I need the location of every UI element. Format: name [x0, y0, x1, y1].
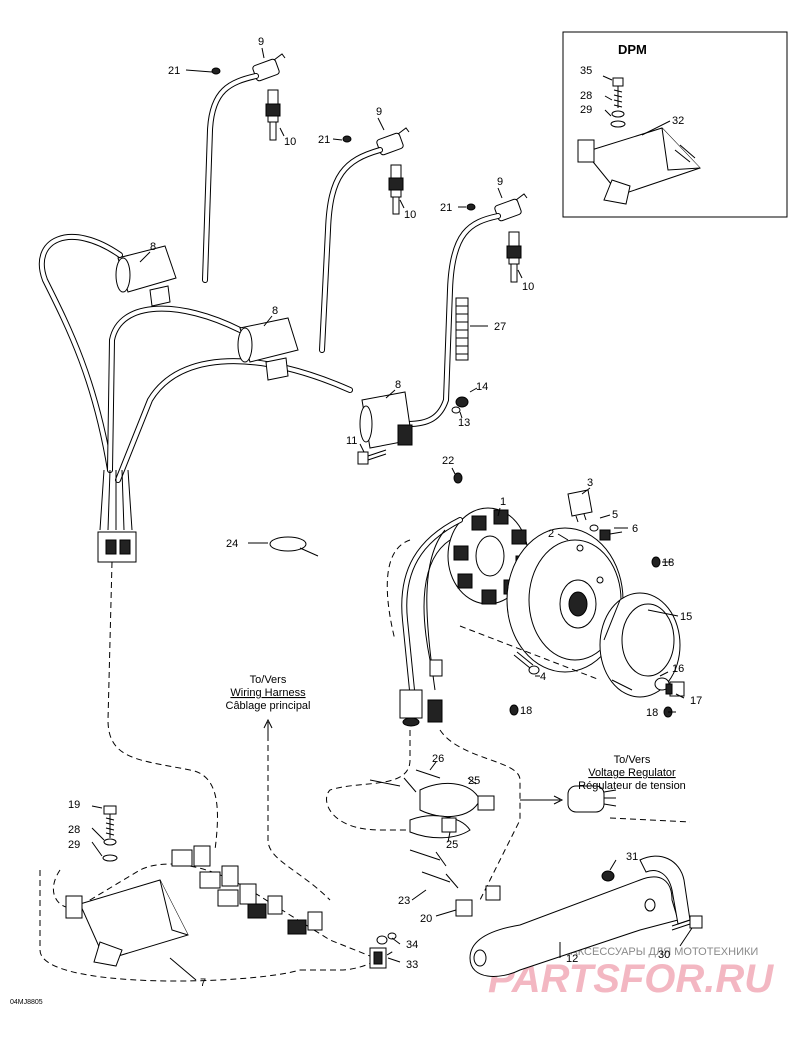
ignition-leads [38, 73, 501, 531]
spark-plug-assembly-1 [211, 53, 286, 141]
callout-label: 25 [446, 839, 458, 851]
voltage-regulator-caption: To/Vers Voltage Regulator Régulateur de … [578, 754, 686, 792]
callout-label: 21 [440, 202, 452, 214]
callout-label: 8 [395, 379, 401, 391]
ground-terminals [369, 769, 501, 917]
callout-label: 8 [150, 241, 156, 253]
spark-plug-assembly-2 [342, 127, 410, 215]
spark-plug-assembly-3 [466, 193, 528, 283]
callout-labels: 9 21 10 9 21 10 9 21 10 8 8 8 27 14 13 1… [68, 36, 702, 989]
callout-label: 9 [497, 176, 503, 188]
callout-label: 29 [68, 839, 80, 851]
callout-label: 25 [468, 775, 480, 787]
harness-connectors [171, 845, 323, 935]
ignition-coil-2 [237, 317, 299, 381]
callout-label: 28 [68, 824, 80, 836]
callout-label: 10 [284, 136, 296, 148]
bracket-nut [601, 870, 615, 882]
magneto-stud [513, 651, 540, 675]
wiring-harness-en: Wiring Harness [230, 687, 306, 699]
wiring-harness-caption: To/Vers Wiring Harness Câblage principal [226, 674, 311, 712]
callout-label: 26 [432, 753, 444, 765]
voltage-regulator-en: Voltage Regulator [588, 767, 676, 779]
stator-wiring [399, 517, 463, 727]
callout-label: 21 [318, 134, 330, 146]
callout-label: 28 [580, 90, 592, 102]
mounting-bracket [469, 855, 691, 977]
callout-label: 2 [548, 528, 554, 540]
coil-nut-washer [451, 396, 469, 414]
callout-label: 7 [200, 977, 206, 989]
leader-lines [91, 47, 693, 981]
callout-label: 13 [458, 417, 470, 429]
callout-label: 4 [540, 671, 546, 683]
callout-label: 34 [406, 939, 418, 951]
callout-label: 27 [494, 321, 506, 333]
callout-label: 24 [226, 538, 238, 550]
callout-label: 20 [420, 913, 432, 925]
callout-label: 31 [626, 851, 638, 863]
ignition-coil-3 [359, 391, 413, 449]
callout-label: 32 [672, 115, 684, 127]
ignition-coil-1 [115, 245, 177, 307]
callout-label: 18 [662, 557, 674, 569]
callout-label: 18 [520, 705, 532, 717]
callout-label: 21 [168, 65, 180, 77]
callout-label: 14 [476, 381, 488, 393]
stator [423, 507, 531, 661]
dpm-title: DPM [618, 42, 647, 57]
callout-label: 15 [680, 611, 692, 623]
wire-sleeve [455, 297, 469, 361]
callout-label: 22 [442, 455, 454, 467]
regulator-connector [567, 785, 617, 813]
callout-label: 6 [632, 523, 638, 535]
callout-label: 35 [580, 65, 592, 77]
drawing-code: 04MJ8805 [10, 999, 43, 1006]
voltage-regulator-to: To/Vers [614, 754, 651, 766]
callout-label: 9 [376, 106, 382, 118]
callout-label: 16 [672, 663, 684, 675]
coil-connector [97, 531, 137, 563]
callout-label: 12 [566, 953, 578, 965]
callout-label: 18 [646, 707, 658, 719]
trigger-coil [567, 489, 593, 523]
dowel-18-a [651, 556, 661, 568]
module-screw [102, 805, 118, 862]
bracket-screw [671, 915, 703, 931]
wiring-harness-to: To/Vers [250, 674, 287, 686]
callout-label: 1 [500, 496, 506, 508]
callout-label: 8 [272, 305, 278, 317]
starting-pulley [599, 592, 681, 698]
callout-label: 33 [406, 959, 418, 971]
callout-label: 3 [587, 477, 593, 489]
voltage-regulator-fr: Régulateur de tension [578, 780, 686, 792]
trigger-screw [599, 529, 623, 541]
callout-label: 11 [346, 435, 357, 447]
dpm-screw [610, 77, 626, 128]
magneto-flywheel [506, 527, 624, 673]
callout-label: 30 [658, 949, 670, 961]
callout-label: 17 [690, 695, 702, 707]
callout-label: 10 [522, 281, 534, 293]
coil-screw [357, 449, 387, 465]
dpm-inset-frame [562, 31, 788, 218]
tie-wrap [269, 536, 319, 557]
callout-label: 19 [68, 799, 80, 811]
ignition-module [65, 879, 189, 967]
callout-label: 5 [612, 509, 618, 521]
pulley-nut [665, 681, 685, 697]
trigger-washer [589, 524, 599, 532]
dowel-18-b [509, 704, 519, 716]
small-connector [369, 932, 397, 969]
callout-label: 9 [258, 36, 264, 48]
dpm-module [577, 127, 701, 205]
callout-label: 23 [398, 895, 410, 907]
callout-label: 29 [580, 104, 592, 116]
grommet [453, 472, 463, 484]
wiring-harness-fr: Câblage principal [226, 700, 311, 712]
callout-label: 10 [404, 209, 416, 221]
